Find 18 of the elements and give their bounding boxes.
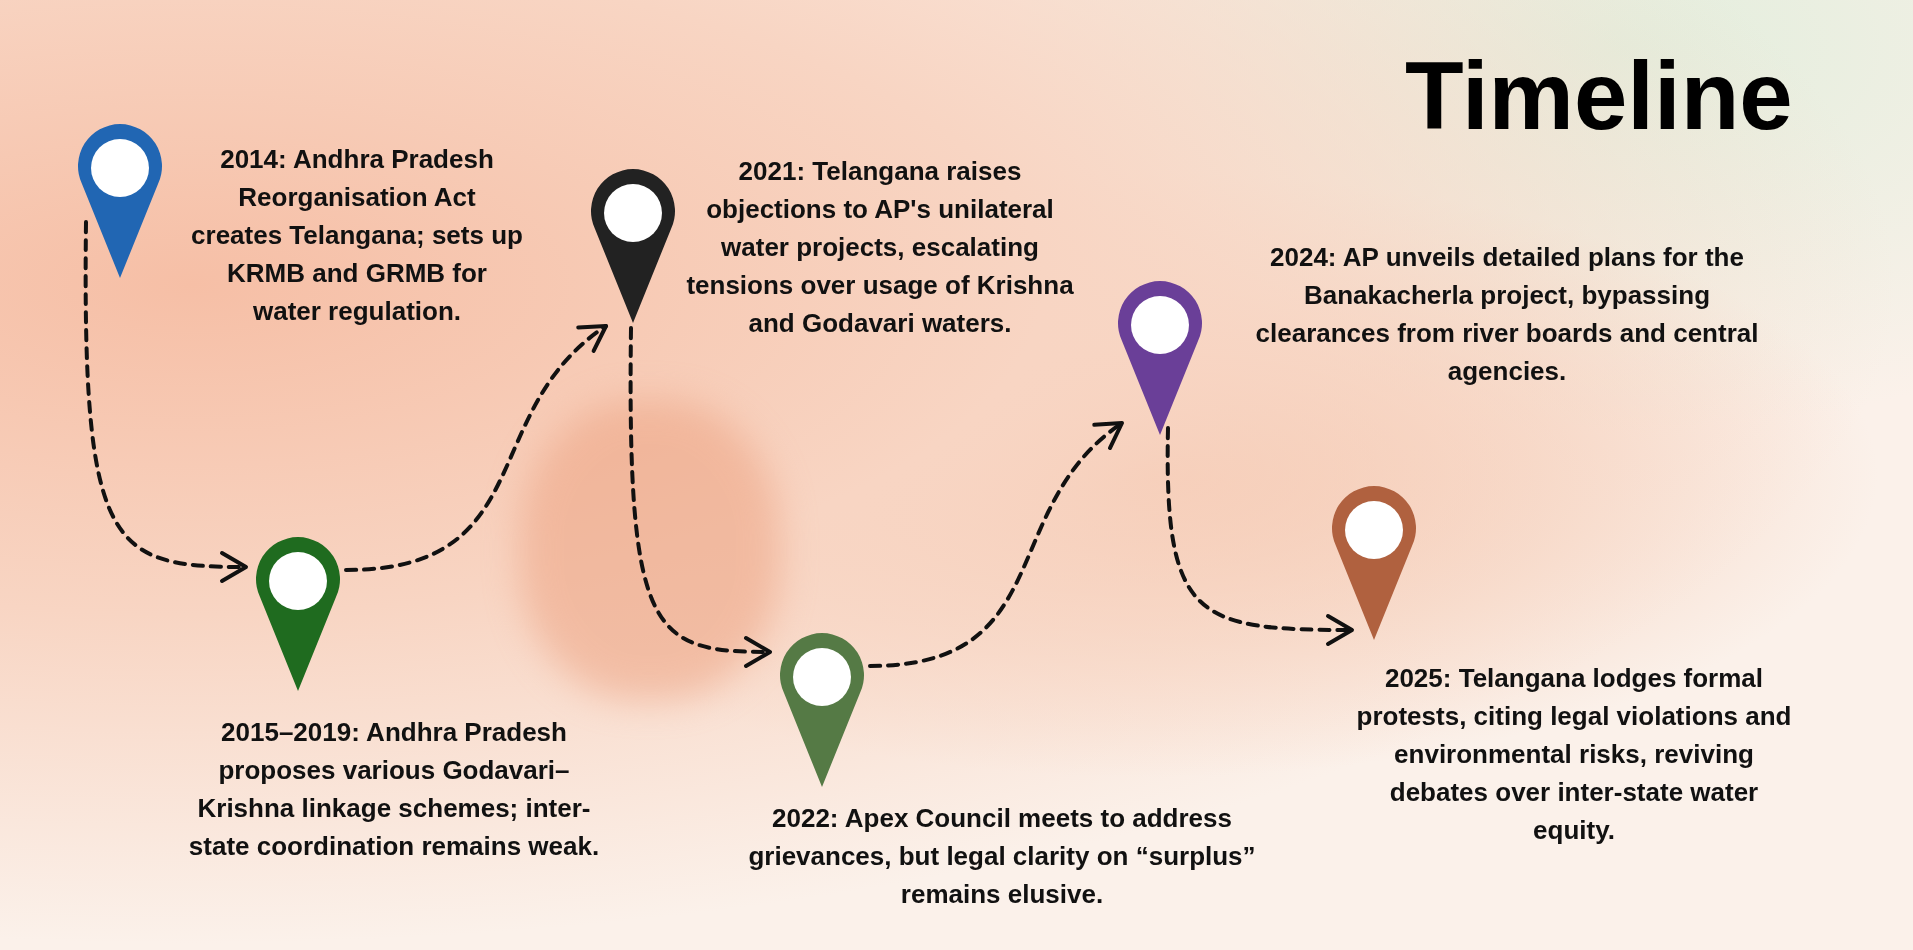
event-text: 2025: Telangana lodges formal protests, citing legal violations and environmental risks, reviving debates over inter-state water equity. — [1355, 662, 1793, 847]
title: Timeline — [1405, 48, 1793, 144]
dashed-arrow — [83, 220, 248, 583]
event-text: 2021: Telangana raises objections to AP's unilateral water projects, escalating tensions over usage of Krishna and Godavari waters. — [685, 155, 1075, 340]
location-pin — [76, 122, 164, 278]
location-pin — [778, 631, 866, 787]
location-pin — [589, 167, 677, 323]
dashed-arrow — [628, 326, 772, 668]
dashed-arrow — [1165, 426, 1354, 646]
event-text: 2022: Apex Council meets to address grievances, but legal clarity on “surplus” remains elusive. — [747, 802, 1257, 911]
location-pin — [254, 535, 342, 691]
location-pin — [1330, 484, 1418, 640]
location-pin — [1116, 279, 1204, 435]
dashed-arrow — [868, 421, 1124, 668]
dashed-arrow — [344, 324, 608, 572]
event-text: 2015–2019: Andhra Pradesh proposes various Godavari–Krishna linkage schemes; inter-state coordination remains weak. — [187, 716, 601, 863]
event-text: 2014: Andhra Pradesh Reorganisation Act creates Telangana; sets up KRMB and GRMB for water regulation. — [190, 143, 524, 328]
event-text: 2024: AP unveils detailed plans for the Banakacherla project, bypassing clearances from river boards and central agencies. — [1254, 241, 1760, 388]
